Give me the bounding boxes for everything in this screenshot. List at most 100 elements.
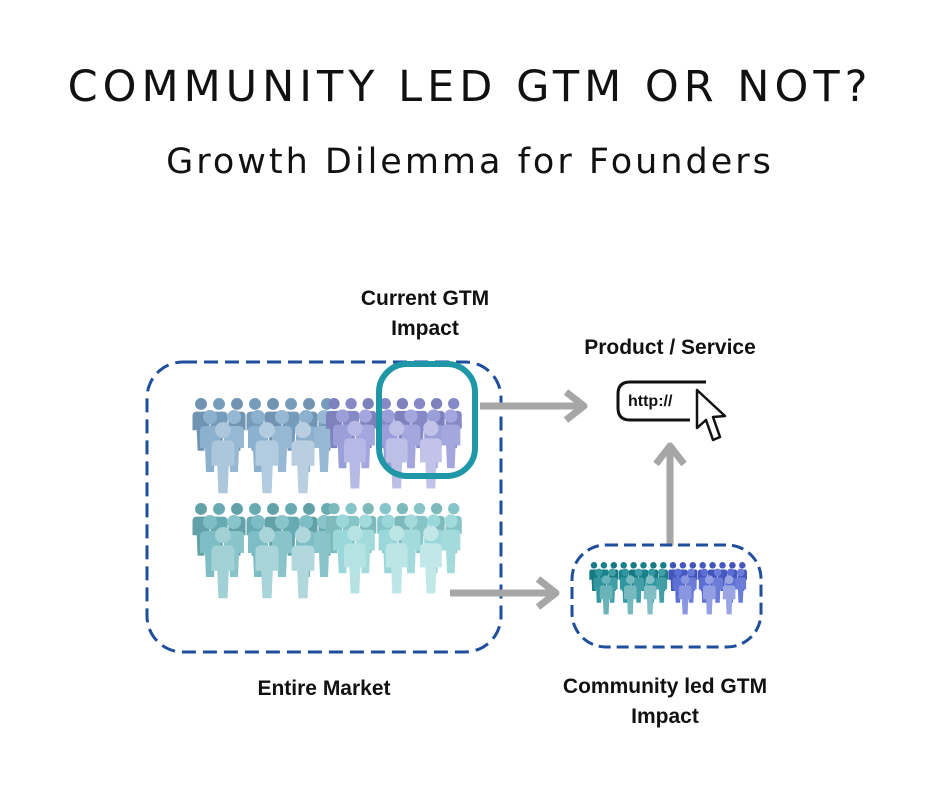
person-body	[643, 585, 657, 615]
person-body	[255, 440, 279, 494]
person-head	[299, 515, 313, 529]
person-head	[203, 410, 217, 424]
person-head	[640, 562, 647, 569]
person-head	[660, 562, 667, 569]
person-body	[200, 426, 220, 472]
person-head	[195, 503, 207, 515]
person-head	[362, 503, 374, 515]
person-head	[285, 503, 297, 515]
crowd-bottom-right-icon	[325, 503, 462, 594]
person-head	[381, 409, 395, 423]
community-gtm-box	[570, 543, 763, 649]
person-head	[328, 398, 340, 410]
person-head	[303, 398, 315, 410]
person-head	[231, 398, 243, 410]
community-gtm-label-line1: Community led GTM	[562, 675, 768, 698]
community-crowd-teal-icon	[589, 562, 668, 615]
person-head	[396, 398, 409, 410]
person-body	[712, 577, 724, 603]
person-body	[343, 438, 366, 489]
person-head	[379, 398, 391, 410]
person-head	[657, 568, 666, 577]
person-head	[358, 409, 372, 423]
person-head	[362, 398, 374, 410]
person-head	[231, 503, 243, 515]
person-head	[195, 398, 207, 410]
cursor-arrow-icon	[695, 388, 727, 442]
person-head	[709, 562, 716, 569]
person-head	[634, 568, 643, 577]
person-head	[423, 420, 439, 437]
person-head	[267, 398, 279, 410]
url-text: http://	[628, 393, 673, 410]
person-head	[413, 503, 426, 515]
entire-market-box	[145, 360, 503, 654]
person-head	[601, 575, 611, 585]
person-body	[333, 529, 353, 574]
current-gtm-label: Current GTM Impact	[330, 284, 520, 344]
person-body	[291, 545, 315, 599]
person-body	[255, 545, 279, 599]
person-head	[389, 420, 405, 437]
crowd-top-left-icon	[192, 398, 336, 494]
person-head	[430, 503, 443, 515]
person-head	[689, 562, 697, 569]
person-body	[200, 531, 220, 577]
person-head	[444, 409, 458, 423]
person-head	[719, 562, 726, 569]
person-head	[729, 562, 736, 569]
person-body	[343, 543, 366, 594]
person-body	[599, 585, 613, 615]
person-head	[448, 398, 460, 410]
person-body	[291, 440, 315, 494]
person-head	[381, 514, 395, 528]
person-head	[679, 562, 687, 569]
person-head	[379, 503, 391, 515]
person-head	[625, 575, 635, 585]
person-head	[358, 514, 372, 528]
person-body	[385, 438, 408, 489]
current-gtm-label-line1: Current GTM	[360, 287, 490, 310]
person-body	[272, 426, 292, 472]
product-service-label: Product / Service	[584, 336, 756, 359]
page-subtitle: Growth Dilemma for Founders	[166, 142, 774, 182]
person-head	[600, 562, 608, 569]
person-head	[620, 562, 627, 569]
community-crowd-blue-icon	[668, 562, 747, 615]
crowd-top-right-icon	[325, 398, 462, 489]
person-head	[275, 515, 289, 529]
person-body	[314, 531, 334, 577]
person-body	[656, 577, 668, 603]
person-head	[674, 568, 682, 577]
person-body	[593, 577, 605, 603]
person-body	[419, 543, 442, 594]
person-body	[633, 577, 645, 603]
browser-url-icon: http://	[616, 380, 706, 422]
person-head	[427, 409, 441, 423]
arrow-market-to-community	[450, 576, 560, 610]
person-head	[726, 568, 735, 577]
person-head	[699, 562, 706, 569]
person-head	[713, 568, 722, 577]
person-head	[285, 398, 297, 410]
person-head	[251, 410, 265, 424]
person-head	[610, 562, 618, 569]
person-head	[645, 575, 655, 585]
person-head	[213, 398, 225, 410]
person-head	[739, 562, 746, 569]
person-head	[249, 503, 261, 515]
person-head	[724, 575, 734, 585]
person-head	[227, 515, 241, 529]
person-head	[303, 503, 315, 515]
person-head	[704, 575, 714, 585]
person-body	[401, 529, 421, 574]
person-body	[722, 585, 736, 615]
person-head	[345, 503, 357, 515]
person-head	[404, 514, 418, 528]
community-gtm-label: Community led GTM Impact	[530, 672, 800, 732]
person-body	[272, 531, 292, 577]
person-head	[258, 422, 276, 439]
person-head	[595, 568, 603, 577]
person-head	[736, 568, 745, 577]
